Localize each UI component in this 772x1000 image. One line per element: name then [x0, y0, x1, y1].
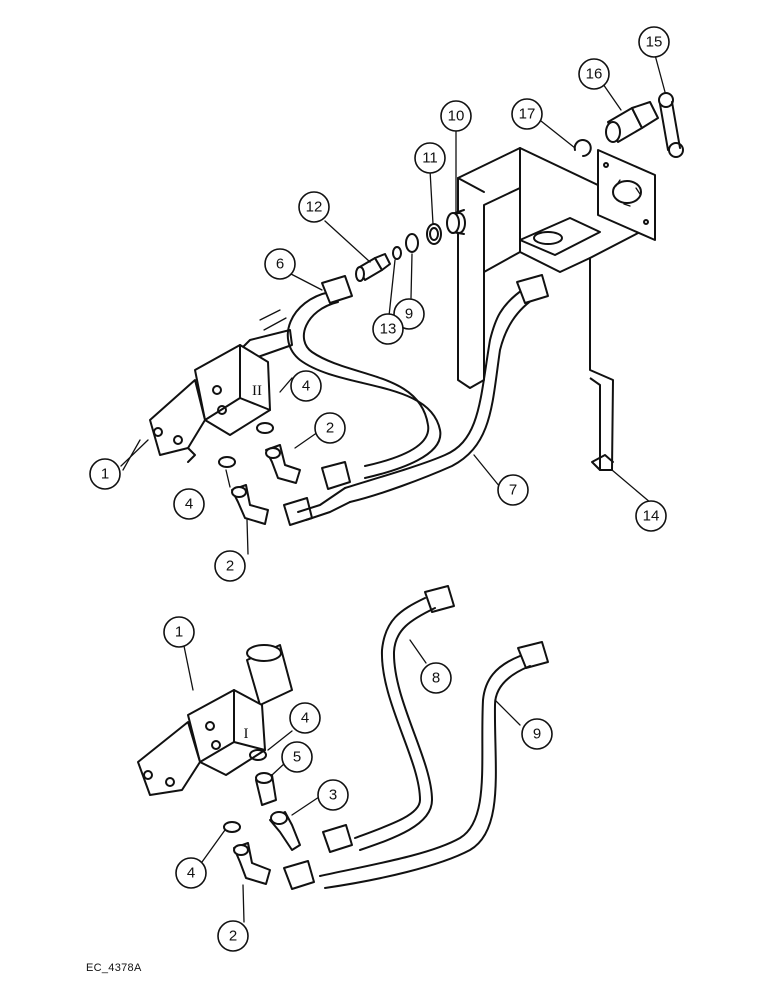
- callout-label: 2: [326, 420, 334, 437]
- callout-label: 6: [276, 256, 284, 273]
- callout-label: 5: [293, 749, 301, 766]
- coupler-parts: [355, 92, 684, 282]
- callout-label: 2: [229, 928, 237, 945]
- callout-c4-lower-a: 4: [289, 702, 321, 734]
- reference-code: EC_4378A: [86, 962, 142, 974]
- callout-c13: 13: [372, 313, 404, 345]
- callout-label: 10: [448, 108, 465, 125]
- callout-c5: 5: [281, 741, 313, 773]
- callout-c4-upper-b: 4: [173, 488, 205, 520]
- callout-label: 4: [187, 865, 195, 882]
- lower-hoses: [283, 585, 549, 890]
- callout-c10: 10: [440, 100, 472, 132]
- lower-control-valve: I: [137, 644, 293, 796]
- callout-label: 3: [329, 787, 337, 804]
- callout-label: 4: [302, 378, 310, 395]
- valve-marker-upper: II: [252, 383, 262, 399]
- callout-c11: 11: [414, 142, 446, 174]
- callout-c15: 15: [638, 26, 670, 58]
- callout-label: 13: [380, 321, 397, 338]
- valve-marker-lower: I: [244, 726, 249, 742]
- callout-label: 9: [405, 306, 413, 323]
- callout-label: 17: [519, 106, 536, 123]
- callout-c2-upper-a: 2: [314, 412, 346, 444]
- callout-label: 14: [643, 508, 660, 525]
- mounting-bracket: [457, 147, 656, 471]
- callout-c7: 7: [497, 474, 529, 506]
- callout-c3: 3: [317, 779, 349, 811]
- callout-c14: 14: [635, 500, 667, 532]
- callout-label: 15: [646, 34, 663, 51]
- upper-hoses: [283, 274, 549, 526]
- callout-c2-lower: 2: [217, 920, 249, 952]
- upper-control-valve: II: [149, 309, 293, 463]
- callout-label: 7: [509, 482, 517, 499]
- callout-c6: 6: [264, 248, 296, 280]
- callout-c4-upper-a: 4: [290, 370, 322, 402]
- callout-label: 1: [101, 466, 109, 483]
- callout-label: 11: [422, 150, 438, 167]
- callout-c16: 16: [578, 58, 610, 90]
- callout-c8: 8: [420, 662, 452, 694]
- callout-label: 16: [586, 66, 603, 83]
- callout-c2-upper-b: 2: [214, 550, 246, 582]
- callout-label: 2: [226, 558, 234, 575]
- callout-label: 8: [432, 670, 440, 687]
- callout-c9-lower: 9: [521, 718, 553, 750]
- callout-c1-lower: 1: [163, 616, 195, 648]
- callout-label: 4: [185, 496, 193, 513]
- callout-c12: 12: [298, 191, 330, 223]
- lower-fittings: [223, 749, 301, 885]
- callout-c1-upper: 1: [89, 458, 121, 490]
- callout-label: 1: [175, 624, 183, 641]
- callout-label: 4: [301, 710, 309, 727]
- callout-label: 9: [533, 726, 541, 743]
- upper-fittings: [218, 422, 301, 525]
- callout-c4-lower-b: 4: [175, 857, 207, 889]
- callout-label: 12: [306, 199, 323, 216]
- callout-c17: 17: [511, 98, 543, 130]
- leader-lines: [120, 54, 666, 923]
